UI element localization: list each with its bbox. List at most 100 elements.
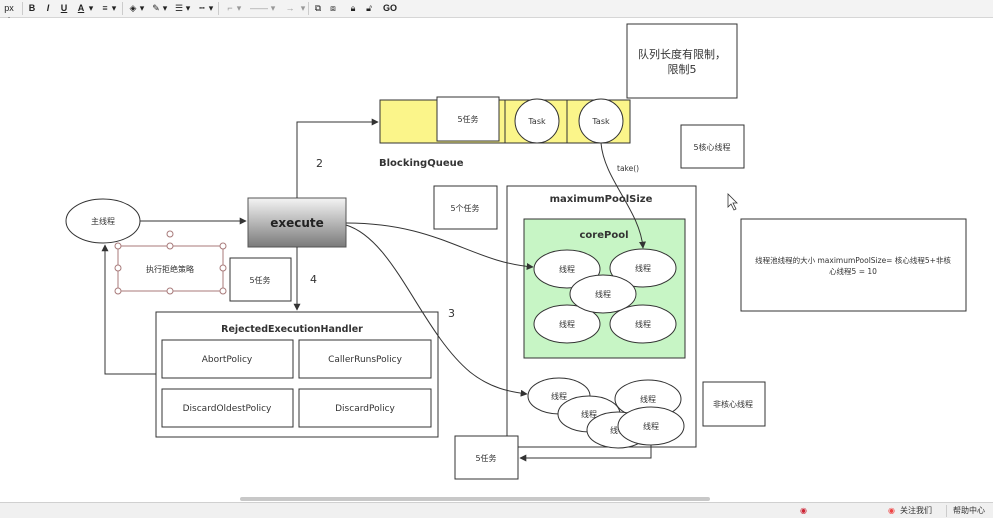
reject-policy-label: 执行拒绝策略 [146,264,194,274]
toolbar-separator [122,2,123,15]
core-thread-3[interactable] [569,274,637,314]
queue-tasks-5-label: 5任务 [457,114,478,124]
chevron-down-icon[interactable]: ▾ [162,3,168,13]
horizontal-scrollbar[interactable] [240,497,710,501]
pool-size-note-line2: 心线程5 = 10 [829,266,877,276]
underline-button[interactable]: U [60,3,68,13]
thread-label: 线程 [635,263,651,273]
queue-limit-note-line2: 限制5 [668,63,697,76]
discard-oldest-policy-box[interactable] [161,388,294,428]
lock-icon[interactable]: 🔒︎ [350,3,356,13]
maximum-pool-size-label: maximumPoolSize [550,194,653,205]
thread-label: 线程 [559,264,575,274]
diagram-canvas: 队列长度有限制， 限制5 5任务 Task Task BlockingQueue… [0,18,993,497]
line-style-icon[interactable]: ┅ [199,3,205,13]
tasks-5-box-mid[interactable] [433,185,498,230]
chevron-down-icon[interactable]: ▾ [208,3,214,13]
toolbar: px ⌃ B I U A ▾ ≡ ▾ ◈ ▾ ✎ ▾ ☰ ▾ ┅ ▾ ⌐ ▾ —… [0,0,993,26]
italic-button[interactable]: I [46,3,50,13]
execute-to-core-arrow[interactable] [345,222,534,270]
chevron-down-icon[interactable]: ▾ [300,3,306,13]
thread-label: 线程 [595,289,611,299]
blocking-queue-label: BlockingQueue [379,158,464,169]
fill-color-icon[interactable]: ◈ [129,3,137,13]
queue-tasks-5-box[interactable] [436,96,500,142]
tasks-5-box-bottom[interactable] [454,435,519,480]
core-thread-2[interactable] [609,248,677,288]
tasks-5-box-left[interactable] [229,257,292,302]
chevron-down-icon[interactable]: ▾ [185,3,191,13]
discard-policy-box[interactable] [298,388,432,428]
thread-label: 线程 [559,319,575,329]
link-icon[interactable]: GO [382,3,397,13]
queue-limit-note[interactable] [626,23,738,99]
discard-policy-label: DiscardPolicy [335,404,395,414]
mouse-cursor-icon [727,193,738,211]
handler-to-main-arrow[interactable] [101,244,156,375]
chevron-down-icon[interactable]: ▾ [88,3,94,13]
execute-label: execute [270,216,324,230]
send-back-icon[interactable]: ⧈ [330,3,336,13]
follow-icon[interactable]: ◉ [888,506,895,515]
toolbar-separator [218,2,219,15]
core-threads-note[interactable] [680,124,745,169]
thread-label: 线程 [635,319,651,329]
thread-label: 线程 [610,425,626,435]
align-icon[interactable]: ≡ [102,3,108,13]
core-thread-4[interactable] [533,304,601,344]
bold-button[interactable]: B [28,3,36,13]
step-2-label: 2 [316,157,323,170]
follow-us-link[interactable]: 关注我们 [900,506,932,515]
chevron-down-icon[interactable]: ▾ [236,3,242,13]
weibo-icon[interactable]: ◉ [800,506,807,515]
help-center-link[interactable]: 帮助中心 [953,506,985,515]
reject-policy-box[interactable] [117,245,224,292]
pool-size-note[interactable] [740,218,967,312]
core-threads-note-label: 5核心线程 [693,142,730,152]
caller-runs-policy-label: CallerRunsPolicy [328,355,403,365]
execute-to-noncore-arrow[interactable] [345,224,528,397]
execute-to-queue-arrow[interactable] [296,118,379,198]
core-pool-label: corePool [579,230,628,241]
core-threads-group: 线程 线程 线程 线程 线程 [533,248,677,344]
connector-icon[interactable]: ⌐ [227,3,233,13]
connectors [101,118,652,462]
core-thread-5[interactable] [609,304,677,344]
non-core-threads-note[interactable] [702,381,766,427]
chevron-down-icon[interactable]: ▾ [139,3,145,13]
non-core-threads-note-label: 非核心线程 [713,399,753,409]
chevron-down-icon[interactable]: ▾ [270,3,276,13]
selection-handles[interactable] [114,230,227,295]
line-dash-icon[interactable]: —— [250,3,268,13]
take-label: take() [617,164,639,173]
tasks-5-label-mid: 5个任务 [450,203,479,213]
thread-pool-diagram: 队列长度有限制， 限制5 5任务 Task Task BlockingQueue… [65,23,967,480]
abort-policy-box[interactable] [161,339,294,379]
noncore-to-tasks-arrow[interactable] [519,445,652,462]
queue-task-1[interactable] [514,98,560,144]
status-bar: ◉ ◉ 关注我们 帮助中心 [0,502,993,518]
bring-front-icon[interactable]: ⧉ [314,3,322,13]
execute-node[interactable] [247,197,347,248]
thread-label: 线程 [643,421,659,431]
caller-runs-policy-box[interactable] [298,339,432,379]
line-width-icon[interactable]: ☰ [174,3,184,13]
unlock-icon[interactable]: 🔓︎ [366,3,372,13]
step-4-label: 4 [310,273,317,286]
arrow-style-icon[interactable]: → [285,3,295,13]
rejected-handler-label: RejectedExecutionHandler [221,324,363,335]
step-3-label: 3 [448,307,455,320]
font-size-select[interactable]: px ⌃ [0,2,18,26]
abort-policy-label: AbortPolicy [202,355,253,365]
toolbar-separator [308,2,309,15]
discard-oldest-policy-label: DiscardOldestPolicy [183,404,272,414]
queue-take-arrow[interactable] [600,142,646,249]
font-color-button[interactable]: A [77,3,85,13]
tasks-5-label-left: 5任务 [249,275,270,285]
thread-label: 线程 [581,409,597,419]
toolbar-separator [22,2,23,15]
queue-limit-note-line1: 队列长度有限制， [638,47,726,61]
line-color-icon[interactable]: ✎ [152,3,160,13]
tasks-5-label-bottom: 5任务 [475,453,496,463]
chevron-down-icon[interactable]: ▾ [111,3,117,13]
